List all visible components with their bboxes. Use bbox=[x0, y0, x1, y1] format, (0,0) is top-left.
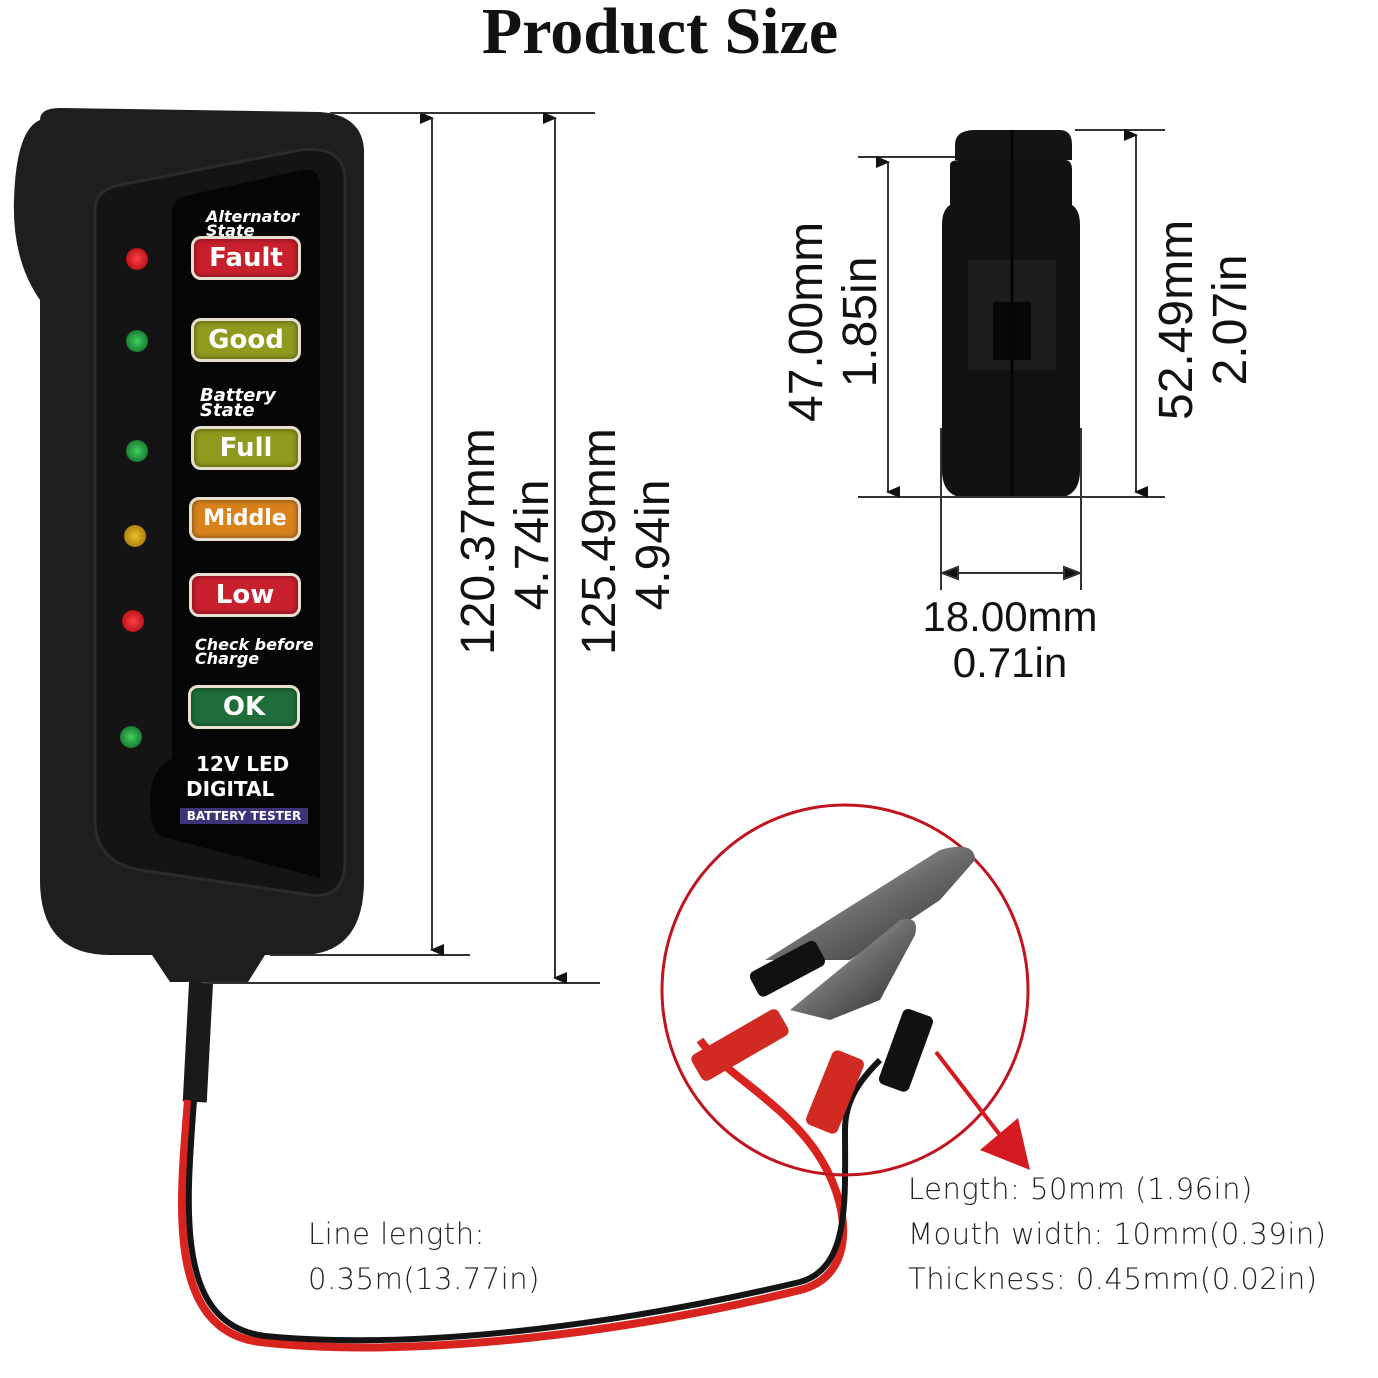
clip-highlight bbox=[660, 803, 1030, 1177]
clip-mouth-width: Mouth width: 10mm(0.39in) bbox=[908, 1217, 1327, 1251]
led-green-icon bbox=[126, 330, 148, 352]
clip-specs: Length: 50mm (1.96in) Mouth width: 10mm(… bbox=[908, 1167, 1327, 1302]
indicator-middle: Middle bbox=[189, 497, 301, 541]
dimension-side-outer-height: 52.49mm 2.07in bbox=[1150, 219, 1257, 420]
indicator-ok: OK bbox=[188, 685, 300, 729]
led-yellow-icon bbox=[124, 525, 146, 547]
tester-side-view bbox=[942, 130, 1080, 498]
brand-line-3: BATTERY TESTER bbox=[180, 808, 308, 824]
led-green-icon bbox=[120, 726, 142, 748]
indicator-low: Low bbox=[189, 573, 301, 617]
indicator-fault: Fault bbox=[191, 236, 301, 280]
brand-line-2: DIGITAL bbox=[186, 777, 275, 801]
alternator-state-caption: Alternator State bbox=[206, 207, 299, 240]
dimension-side-width: 18.00mm 0.71in bbox=[922, 593, 1098, 686]
side-dimension-lines bbox=[858, 129, 1165, 590]
dimension-body-height: 120.37mm 4.74in bbox=[452, 428, 559, 655]
led-red-icon bbox=[126, 248, 148, 270]
indicator-full: Full bbox=[191, 426, 301, 470]
clip-thickness: Thickness: 0.45mm(0.02in) bbox=[908, 1262, 1318, 1296]
dimension-total-height: 125.49mm 4.94in bbox=[573, 428, 680, 655]
line-length-text: Line length: 0.35m(13.77in) bbox=[308, 1217, 540, 1296]
page-title: Product Size bbox=[481, 0, 839, 68]
tester-front-view bbox=[13, 108, 883, 1352]
brand-line-1: 12V LED bbox=[196, 752, 290, 776]
battery-state-caption: Battery State bbox=[200, 385, 276, 421]
dimension-side-inner-height: 47.00mm 1.85in bbox=[780, 221, 887, 422]
led-green-icon bbox=[126, 440, 148, 462]
front-dimension-lines bbox=[205, 112, 600, 984]
check-before-charge-caption: Check before Charge bbox=[195, 635, 314, 668]
led-red-icon bbox=[122, 610, 144, 632]
clip-length: Length: 50mm (1.96in) bbox=[908, 1172, 1253, 1206]
indicator-good: Good bbox=[191, 318, 301, 362]
